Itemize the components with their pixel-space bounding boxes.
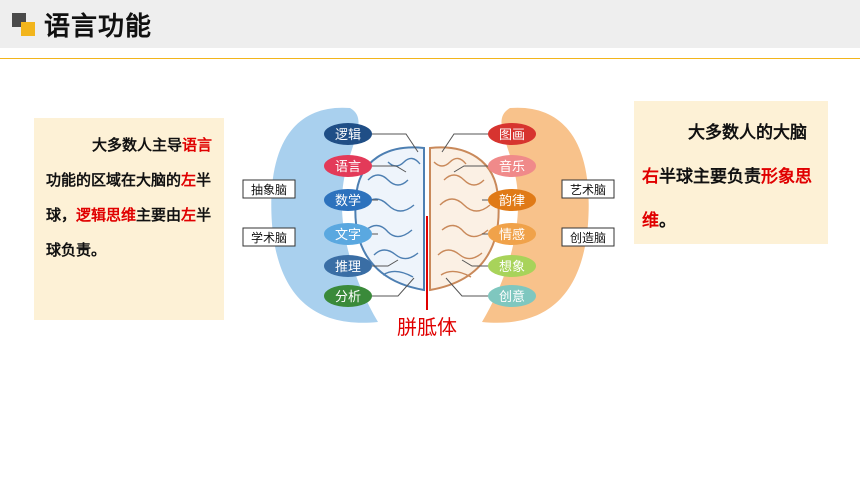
bubble-writing-label: 文字 xyxy=(335,228,361,243)
right-connectors xyxy=(441,133,488,297)
label-academic-brain: 学术脑 xyxy=(242,227,296,247)
bubble-rhythm-label: 韵律 xyxy=(499,194,525,209)
left-note-emph-3: 逻辑思维 xyxy=(76,206,137,224)
right-note-text-3: 。 xyxy=(659,211,676,231)
label-art-brain: 艺术脑 xyxy=(561,179,615,199)
label-creative-brain-text: 创造脑 xyxy=(570,231,606,245)
bubble-creativity: 创意 xyxy=(488,285,536,307)
right-hemisphere xyxy=(429,146,500,292)
left-note: 大多数人主导语言功能的区域在大脑的左半球，逻辑思维主要由左半球负责。 xyxy=(34,118,224,320)
callosum-label: 胼胝体 xyxy=(397,316,457,339)
right-note: 大多数人的大脑右半球主要负责形象思维。 xyxy=(634,101,828,244)
title-square-icon xyxy=(12,13,38,37)
right-note-text-1: 大多数人的大脑 xyxy=(688,123,807,143)
right-folds xyxy=(433,157,491,278)
right-note-emph-1: 右 xyxy=(642,167,659,187)
bubble-drawing-label: 图画 xyxy=(499,128,525,143)
bubble-reasoning: 推理 xyxy=(324,255,372,277)
bubble-emotion: 情感 xyxy=(488,223,536,245)
bubble-imagination: 想象 xyxy=(488,255,536,277)
left-note-text-1: 大多数人主导 xyxy=(92,136,183,154)
left-note-text-3: 半球， xyxy=(46,171,212,224)
page-title: 语言功能 xyxy=(44,12,153,42)
bubble-analysis-label: 分析 xyxy=(335,290,361,305)
brain-diagram: 胼胝体 逻辑 语言 数学 文字 推理 分析 图画 音乐 韵律 情感 想象 创意 … xyxy=(242,107,615,339)
bubble-logic: 逻辑 xyxy=(324,123,372,145)
left-note-text-2: 功能的区域在大脑的 xyxy=(46,171,182,189)
bubble-language: 语言 xyxy=(324,155,372,177)
left-connectors xyxy=(372,133,419,297)
left-note-emph-4: 左 xyxy=(181,206,197,224)
bubble-analysis: 分析 xyxy=(324,285,372,307)
label-creative-brain: 创造脑 xyxy=(561,227,615,247)
label-abstract-brain-text: 抽象脑 xyxy=(251,183,287,197)
bubble-imagination-label: 想象 xyxy=(499,259,525,275)
label-academic-brain-text: 学术脑 xyxy=(251,230,287,245)
label-abstract-brain: 抽象脑 xyxy=(242,179,296,199)
left-note-text-5: 半球负责。 xyxy=(46,206,212,259)
header-divider xyxy=(0,58,860,59)
bubble-emotion-label: 情感 xyxy=(499,227,525,243)
left-note-text-4: 主要由 xyxy=(136,206,182,224)
bubble-rhythm: 韵律 xyxy=(488,189,536,211)
bubble-logic-label: 逻辑 xyxy=(335,128,361,143)
bubble-reasoning-label: 推理 xyxy=(335,260,361,275)
left-note-emph-2: 左 xyxy=(181,171,197,189)
bubble-music-label: 音乐 xyxy=(499,159,525,175)
header-bar: 语言功能 xyxy=(0,0,860,48)
bubble-music: 音乐 xyxy=(488,155,536,177)
bubble-drawing: 图画 xyxy=(488,123,536,145)
bubble-math-label: 数学 xyxy=(335,193,361,209)
bubble-writing: 文字 xyxy=(324,223,372,245)
bubble-math: 数学 xyxy=(324,189,372,211)
label-art-brain-text: 艺术脑 xyxy=(570,183,606,197)
left-note-emph-1: 语言 xyxy=(182,136,213,154)
bubble-creativity-label: 创意 xyxy=(499,289,525,305)
right-note-text-2: 半球主要负责 xyxy=(659,167,761,187)
bubble-language-label: 语言 xyxy=(335,160,361,175)
right-note-emph-2: 形象思维 xyxy=(642,167,812,231)
